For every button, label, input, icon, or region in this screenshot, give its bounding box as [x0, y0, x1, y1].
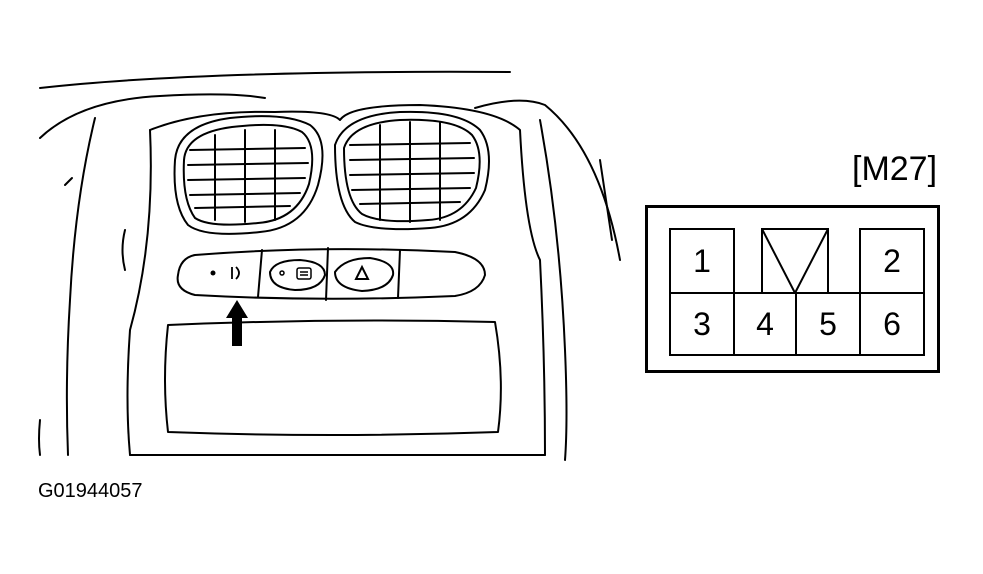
fog-light-indicator-icon: [210, 270, 216, 276]
dash-right-side: [539, 119, 568, 461]
left-air-vent: [173, 115, 324, 235]
connector-label: [M27]: [852, 150, 938, 188]
right-air-vent: [334, 110, 490, 231]
rear-defrost-icon: [279, 267, 312, 280]
pin-4: 4: [733, 292, 797, 356]
locator-arrow-icon: [226, 300, 248, 346]
dashboard-illustration: [38, 70, 621, 461]
connector-key-icon: [761, 228, 829, 294]
figure-id: G01944057: [38, 480, 143, 502]
pin-6: 6: [859, 292, 925, 356]
dash-left-edge: [38, 419, 41, 456]
pin-5: 5: [795, 292, 861, 356]
pin-3: 3: [669, 292, 735, 356]
fog-light-icon: [231, 266, 240, 280]
storage-pocket: [164, 319, 502, 436]
dash-right-contour: [474, 99, 621, 261]
dash-top-edge: [39, 70, 511, 89]
console-outline: [126, 129, 152, 456]
connector-face: 1 2 3 4 5 6: [645, 205, 940, 373]
dash-left-contour: [39, 93, 266, 139]
hazard-triangle-icon: [354, 264, 370, 280]
dash-left-side: [65, 117, 96, 456]
pin-2: 2: [859, 228, 925, 294]
switch-panel: [176, 247, 486, 301]
pin-1: 1: [669, 228, 735, 294]
